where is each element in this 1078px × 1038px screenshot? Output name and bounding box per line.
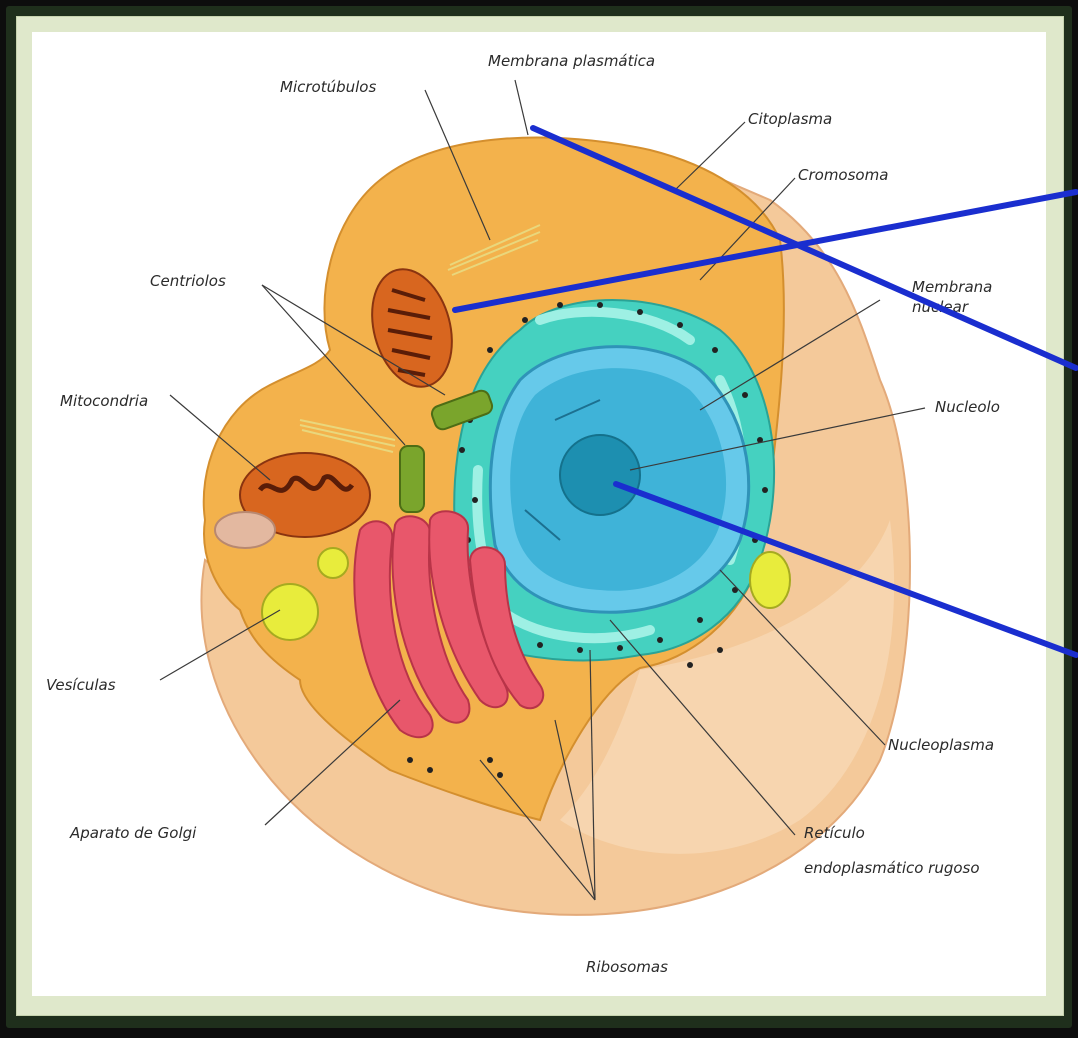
label-reticulo-2: endoplasmático rugoso [804,859,980,877]
label-reticulo-1: Retículo [804,824,865,842]
label-citoplasma: Citoplasma [748,110,832,128]
label-membrana-nuclear-1: Membrana [912,278,992,296]
label-vesiculas: Vesículas [46,676,116,694]
label-membrana-plasmatica: Membrana plasmática [488,52,655,70]
label-nucleolo: Nucleolo [935,398,1000,416]
nucleolus [560,435,640,515]
label-aparato-golgi: Aparato de Golgi [69,824,197,842]
label-microtubulos: Microtúbulos [280,78,376,96]
label-cromosoma: Cromosoma [798,166,888,184]
label-centriolos: Centriolos [150,272,226,290]
label-mitocondria: Mitocondria [60,392,148,410]
label-nucleoplasma: Nucleoplasma [888,736,994,754]
nucleus [490,347,748,613]
label-ribosomas: Ribosomas [586,958,668,976]
